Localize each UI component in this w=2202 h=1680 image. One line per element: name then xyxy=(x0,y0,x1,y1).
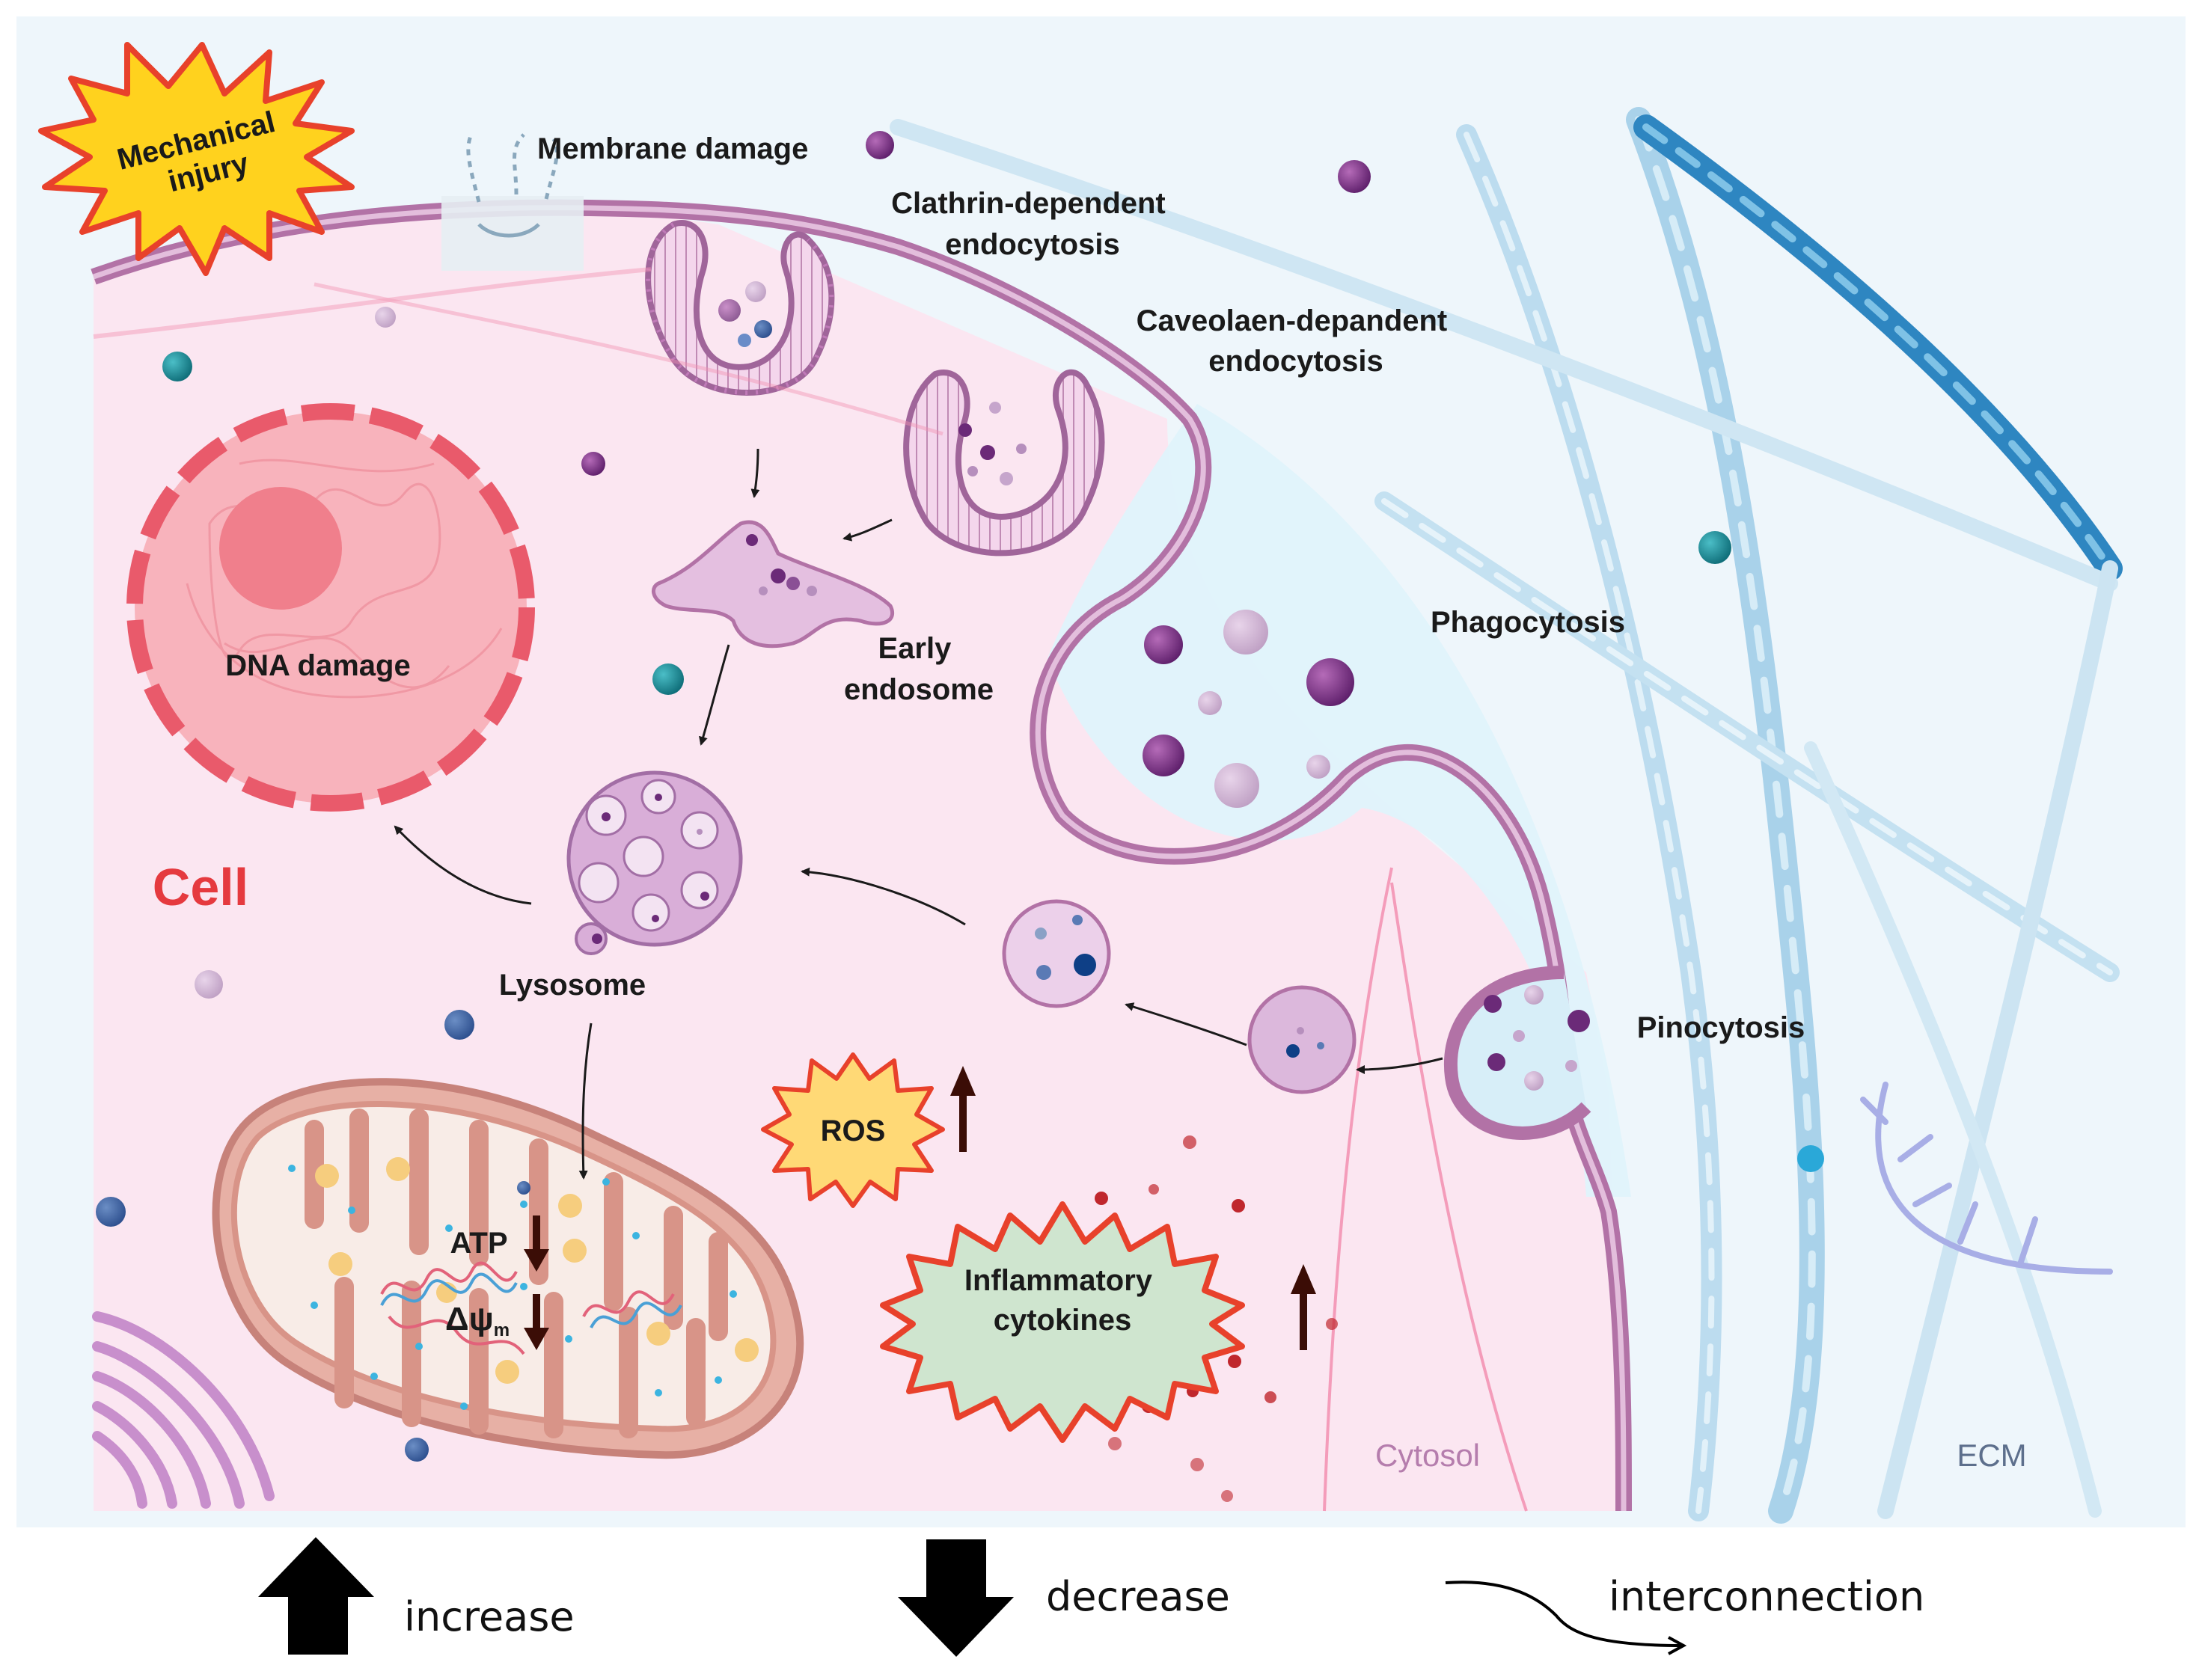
cell-label: Cell xyxy=(153,858,248,916)
inflammatory-label: Inflammatory cytokines xyxy=(964,1264,1160,1337)
lysosome-label: Lysosome xyxy=(499,969,646,1002)
ecm-fibers xyxy=(890,107,2123,1524)
cytosol-label: Cytosol xyxy=(1375,1438,1480,1473)
legend-increase-label: increase xyxy=(404,1593,575,1640)
vesicle-large xyxy=(1002,899,1111,1008)
cytosol-filaments xyxy=(93,267,1528,1512)
mitochondrion xyxy=(212,1078,804,1459)
mechanical-injury-burst xyxy=(38,42,355,276)
arrow-lysosome-to-nucleus xyxy=(394,825,532,905)
nucleus xyxy=(126,403,535,812)
legend-increase-arrow xyxy=(258,1537,374,1655)
arrow-lysosome-to-mito xyxy=(578,1023,593,1180)
legend: increase decrease interconnection xyxy=(258,1537,1924,1657)
clathrin-label: Clathrin-dependent endocytosis xyxy=(891,187,1174,261)
arrow-vesicle-to-lysosome xyxy=(801,867,966,926)
pinocytosis-pit xyxy=(1443,966,1591,1140)
delta-psi-label: Δψm xyxy=(445,1301,510,1340)
arrow-clathrin-to-endosome xyxy=(750,448,760,498)
pinocytosis-label: Pinocytosis xyxy=(1637,1011,1805,1044)
phagocytosis-region xyxy=(1048,404,1631,1197)
early-endosome xyxy=(652,520,894,649)
arrow-pino-to-small xyxy=(1356,1057,1443,1074)
atp-decrease-arrow xyxy=(524,1215,549,1272)
delta-psi-decrease-arrow xyxy=(524,1294,549,1350)
ros-label: ROS xyxy=(821,1115,886,1147)
nucleolus xyxy=(219,487,342,610)
arrow-endosome-to-lysosome xyxy=(699,644,730,746)
phagocytosis-label: Phagocytosis xyxy=(1431,606,1625,639)
arrow-caveolae-to-endosome xyxy=(842,518,893,542)
arrow-small-to-large xyxy=(1125,1002,1247,1046)
caveolae-pit xyxy=(903,369,1105,557)
ecm-label: ECM xyxy=(1957,1438,2026,1473)
dna-damage-label: DNA damage xyxy=(225,649,410,682)
scattered-particles xyxy=(96,131,1824,1462)
legend-decrease-arrow xyxy=(898,1539,1014,1657)
legend-interconnection-arrow xyxy=(1445,1581,1683,1646)
early-endosome-label: Early endosome xyxy=(844,632,994,706)
caveolae-label: Caveolaen-depandent endocytosis xyxy=(1137,304,1456,378)
lysosome xyxy=(566,770,743,955)
legend-interconnection-label: interconnection xyxy=(1609,1573,1924,1620)
vesicle-small xyxy=(1247,985,1357,1094)
membrane-pore xyxy=(441,133,584,271)
inflammatory-burst xyxy=(880,1201,1245,1443)
cytokines-increase-arrow xyxy=(1291,1264,1316,1350)
legend-decrease-label: decrease xyxy=(1046,1573,1230,1620)
golgi xyxy=(92,1311,275,1509)
pathway-arrows xyxy=(394,448,1443,1180)
ros-increase-arrow xyxy=(950,1066,976,1152)
atp-label: ATP xyxy=(450,1227,507,1260)
ecm-branch-fiber xyxy=(1860,1082,2113,1275)
clathrin-pit xyxy=(645,220,835,396)
membrane-damage-label: Membrane damage xyxy=(537,132,808,165)
phagocytosis-particles xyxy=(1143,610,1354,808)
ros-burst xyxy=(761,1052,945,1208)
